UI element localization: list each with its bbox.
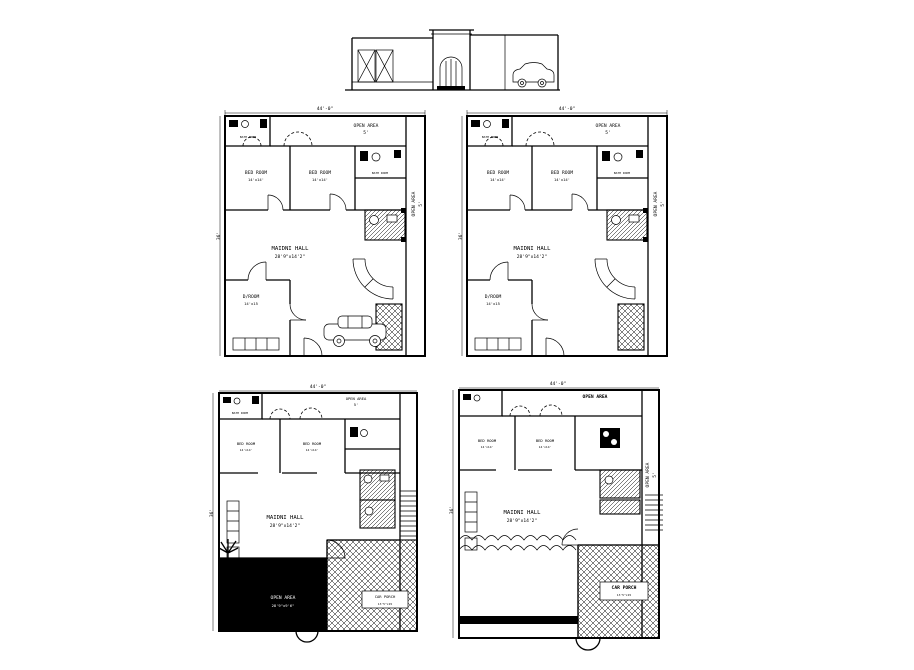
entry-step-arc [575, 637, 601, 651]
tree-dashed-arc [269, 408, 291, 420]
bed-room-1-size: 14'x14' [240, 448, 253, 452]
car-icon [512, 62, 555, 88]
floor-plan-4: 44'-0" 36' OPEN AREA BED ROOM 14'x14' BE… [449, 381, 663, 651]
floor-plan-3: 44'-0" 36' BATH ROOM OPEN AREA 5' BED RO… [209, 384, 418, 643]
car-porch-label: CAR PORCH [375, 594, 396, 599]
tree-dashed-arc [509, 405, 531, 417]
sofa [464, 491, 478, 551]
black-open-area [219, 558, 327, 631]
bed-room-2-label: BED ROOM [536, 438, 555, 443]
bed-room-1-label: BED ROOM [478, 438, 497, 443]
open-area-top-label: OPEN AREA [346, 396, 367, 401]
front-elevation [345, 29, 560, 91]
car-porch-size: 13'5"x15 [617, 593, 632, 597]
door-swings [561, 528, 579, 546]
label-plate [361, 590, 409, 609]
dim-width-label: 44'-0" [550, 381, 567, 387]
tree-dashed-arc [539, 404, 563, 417]
bed-room-2-size: 14'x14' [306, 448, 319, 452]
bathroom-fixtures [463, 394, 481, 402]
garden-hedge [458, 535, 577, 551]
bed-room-2-label: BED ROOM [303, 441, 322, 446]
car-porch-label: CAR PORCH [612, 585, 637, 591]
main-hall-label: MAIDNI HALL [266, 515, 304, 521]
floor-plan-1 [215, 105, 426, 357]
tree-dashed-arc [299, 407, 323, 420]
black-open-area-label: OPEN AREA [271, 595, 296, 601]
main-hall-size: 28'9"x14'2" [507, 518, 537, 524]
main-hall-size: 28'9"x14'2" [270, 523, 300, 529]
bed-room-1-size: 14'x14' [481, 445, 494, 449]
floor-plan-2 [457, 105, 668, 357]
open-area-right-size: 5' [652, 472, 658, 478]
stairs [645, 494, 663, 531]
car-porch-size: 13'5"x15 [378, 602, 393, 606]
open-area-top-size: 5' [354, 402, 359, 407]
bed-room-1-label: BED ROOM [237, 441, 256, 446]
dim-height-label: 36' [449, 506, 455, 514]
open-area-right-label: OPEN AREA [645, 462, 651, 487]
floor-plan-1-car [323, 315, 387, 347]
tiled-toilet-area [599, 469, 641, 515]
entry-step-arc [295, 630, 319, 643]
double-door [357, 49, 394, 83]
bath-room-label: BATH ROOM [232, 411, 248, 415]
stairs [400, 490, 417, 537]
black-open-area-size: 28'9"x9'6" [272, 603, 295, 608]
arched-entrance [437, 56, 465, 90]
bathroom-fixtures [350, 427, 368, 437]
car-icon [323, 315, 387, 347]
boundary-wall-band [459, 616, 578, 624]
bed-room-2-size: 14'x14' [539, 445, 552, 449]
open-area-top-label: OPEN AREA [583, 394, 608, 400]
main-hall-label: MAIDNI HALL [503, 510, 541, 516]
tiled-toilet-area [359, 469, 396, 529]
door-swings [326, 539, 346, 559]
palm-tree-icon [218, 539, 239, 566]
dim-width-label: 44'-0" [310, 384, 327, 390]
bathroom-fixtures [223, 396, 259, 405]
label-plate [599, 581, 649, 601]
car-porch-area [326, 539, 418, 632]
dim-height-label: 36' [209, 509, 215, 517]
bathroom-fixtures [600, 428, 620, 448]
